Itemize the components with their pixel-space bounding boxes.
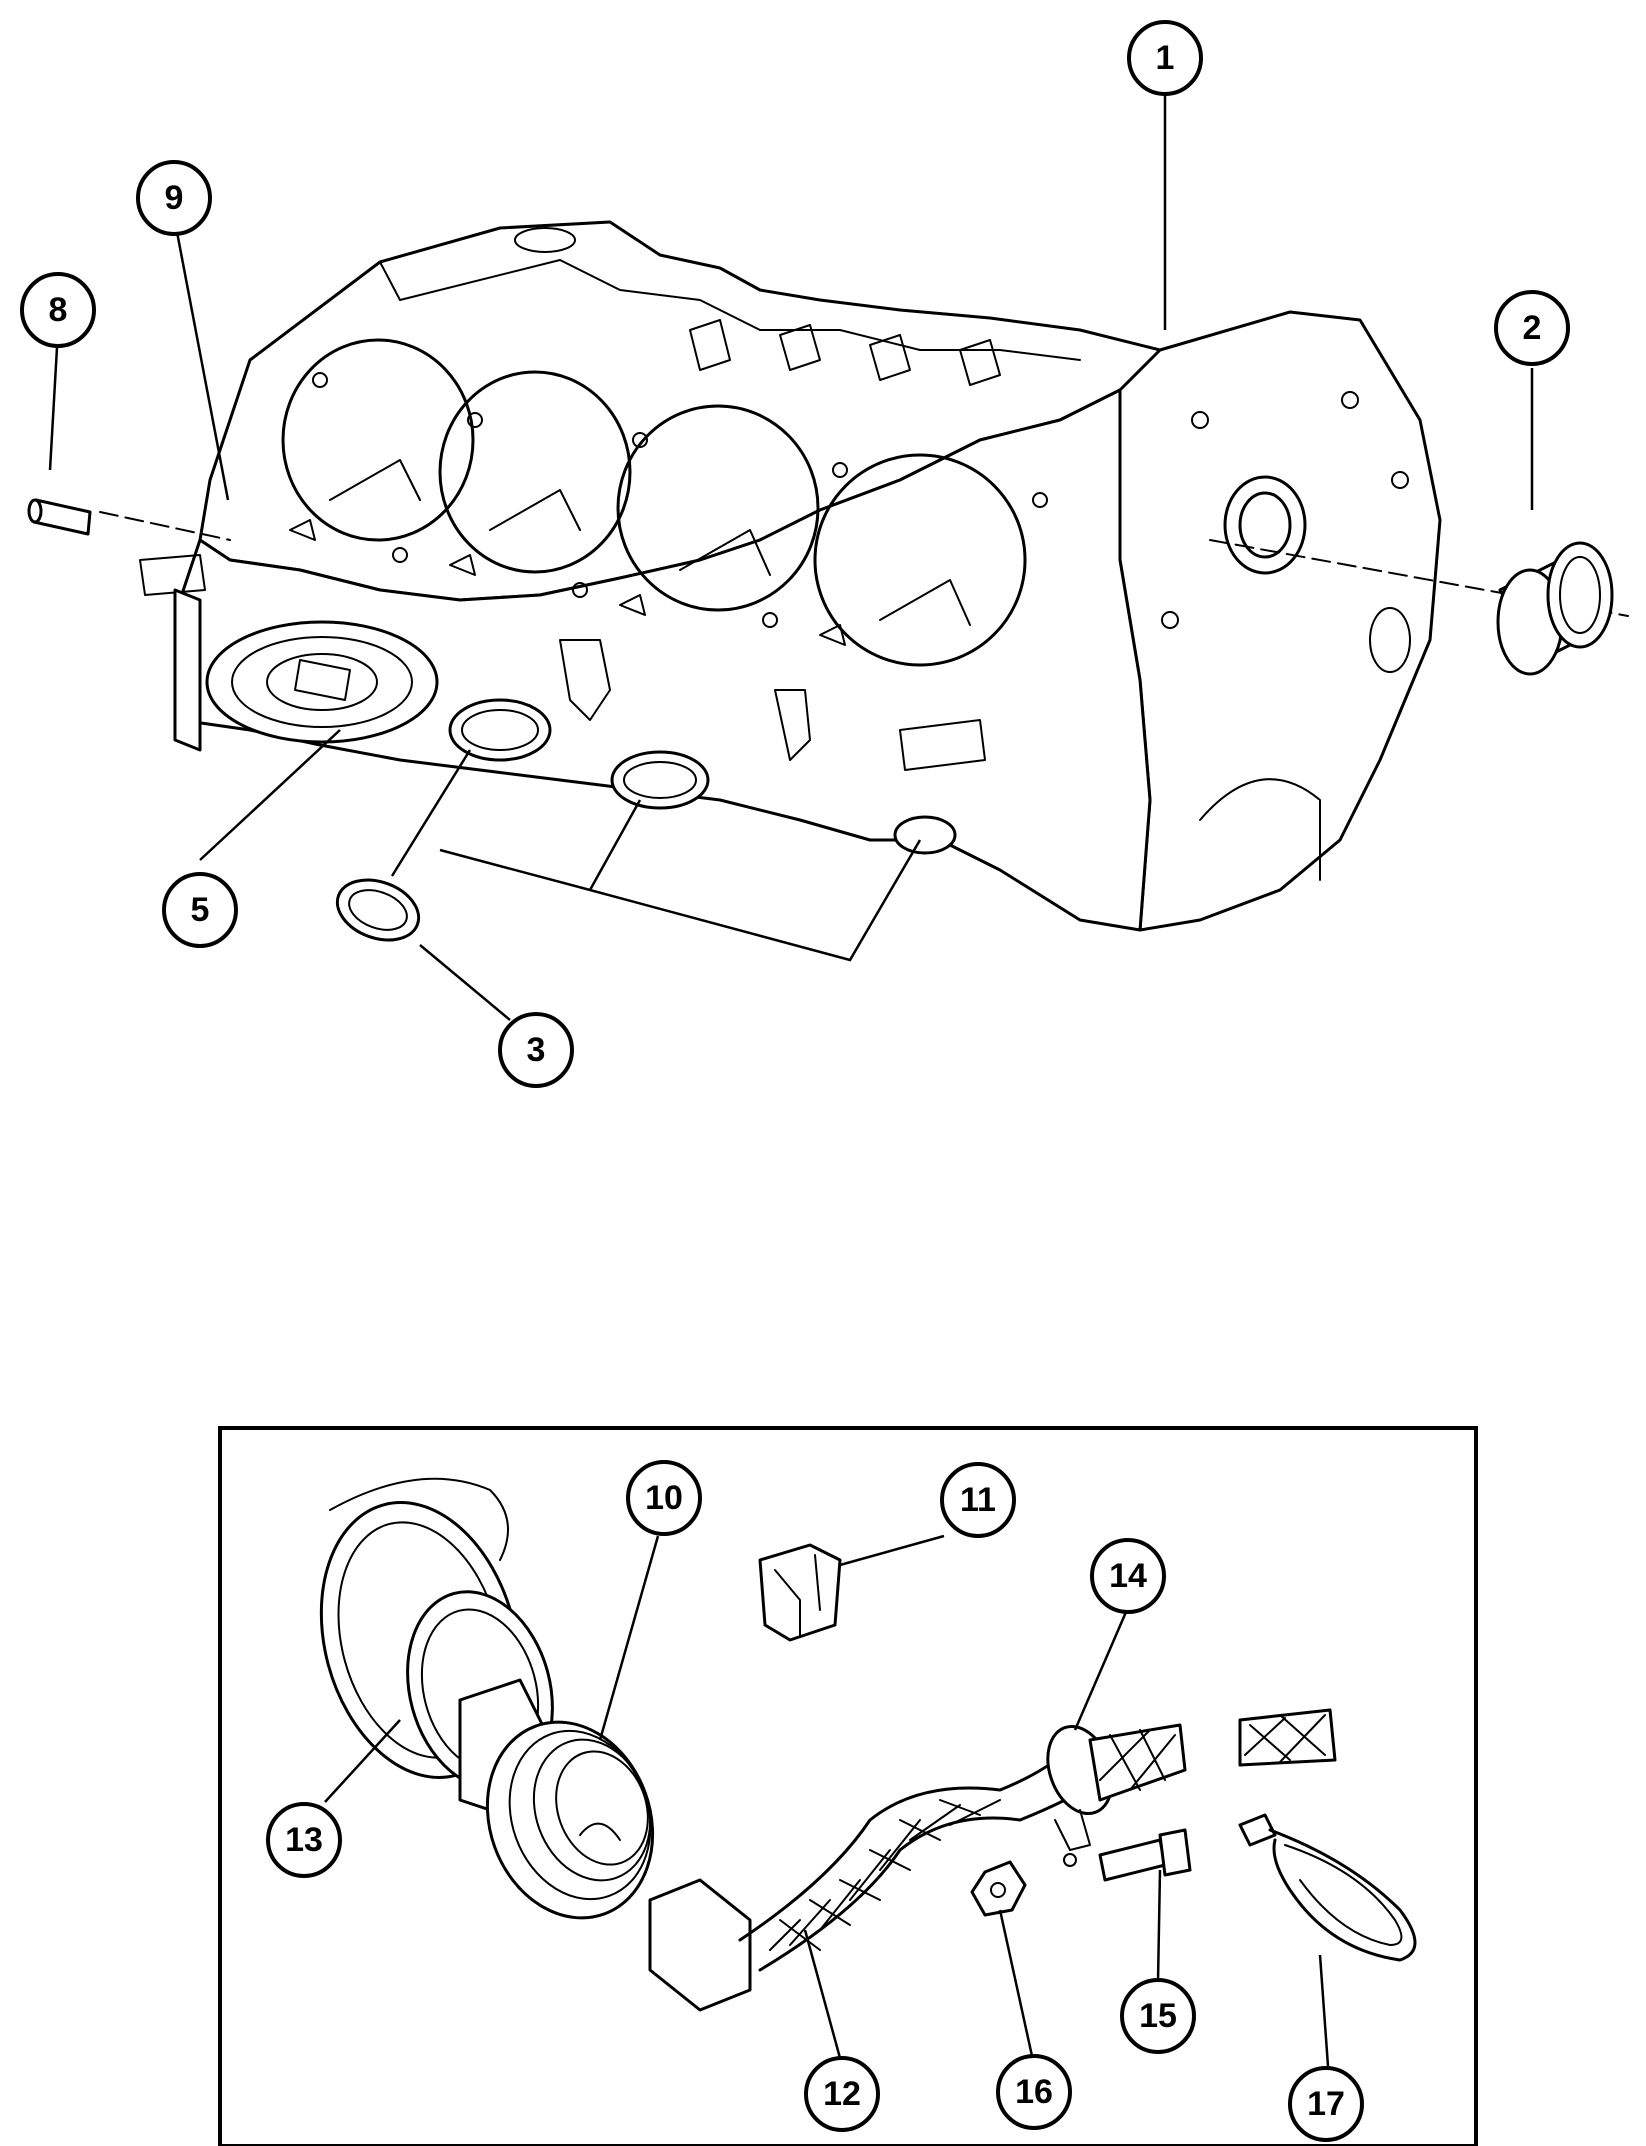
retaining-clip [758, 1543, 842, 1642]
callout-9: 9 [136, 160, 212, 236]
callout-5-label: 5 [191, 891, 210, 929]
cable-tie [1238, 1813, 1417, 1962]
callout-9-label: 9 [165, 179, 184, 217]
callout-10: 10 [626, 1460, 702, 1536]
hex-nut [970, 1860, 1027, 1917]
engine-block [99, 220, 1629, 932]
callout-16: 16 [996, 2054, 1072, 2130]
callout-14: 14 [1090, 1538, 1166, 1614]
callout-15: 15 [1120, 1978, 1196, 2054]
callout-17-label: 17 [1307, 2085, 1345, 2123]
sensor-assembly [458, 1678, 655, 1920]
callout-1-label: 1 [1156, 39, 1175, 77]
callout-13-label: 13 [285, 1821, 323, 1859]
callout-14-label: 14 [1109, 1557, 1147, 1595]
callout-17: 17 [1288, 2066, 1364, 2142]
inset-frame [218, 1426, 1478, 2146]
callout-11: 11 [940, 1462, 1016, 1538]
expansion-plug [335, 878, 421, 942]
mounting-bolt [1063, 1828, 1192, 1882]
callout-2-label: 2 [1523, 309, 1542, 347]
dowel-pin [27, 498, 92, 536]
callout-13: 13 [266, 1802, 342, 1878]
callout-2: 2 [1494, 290, 1570, 366]
callout-8: 8 [20, 272, 96, 348]
callout-3: 3 [498, 1012, 574, 1088]
callout-16-label: 16 [1015, 2073, 1053, 2111]
callout-10-label: 10 [645, 1479, 683, 1517]
callout-11-label: 11 [960, 1481, 996, 1519]
callout-15-label: 15 [1139, 1997, 1177, 2035]
callout-8-label: 8 [49, 291, 68, 329]
callout-12-label: 12 [823, 2075, 861, 2113]
callout-3-label: 3 [527, 1031, 546, 1069]
callout-12: 12 [804, 2056, 880, 2132]
callout-5: 5 [162, 872, 238, 948]
rear-seal [1496, 541, 1614, 676]
callout-1: 1 [1127, 20, 1203, 96]
wire-harness [648, 1738, 1102, 2012]
hose-grommet [1046, 1708, 1337, 1851]
